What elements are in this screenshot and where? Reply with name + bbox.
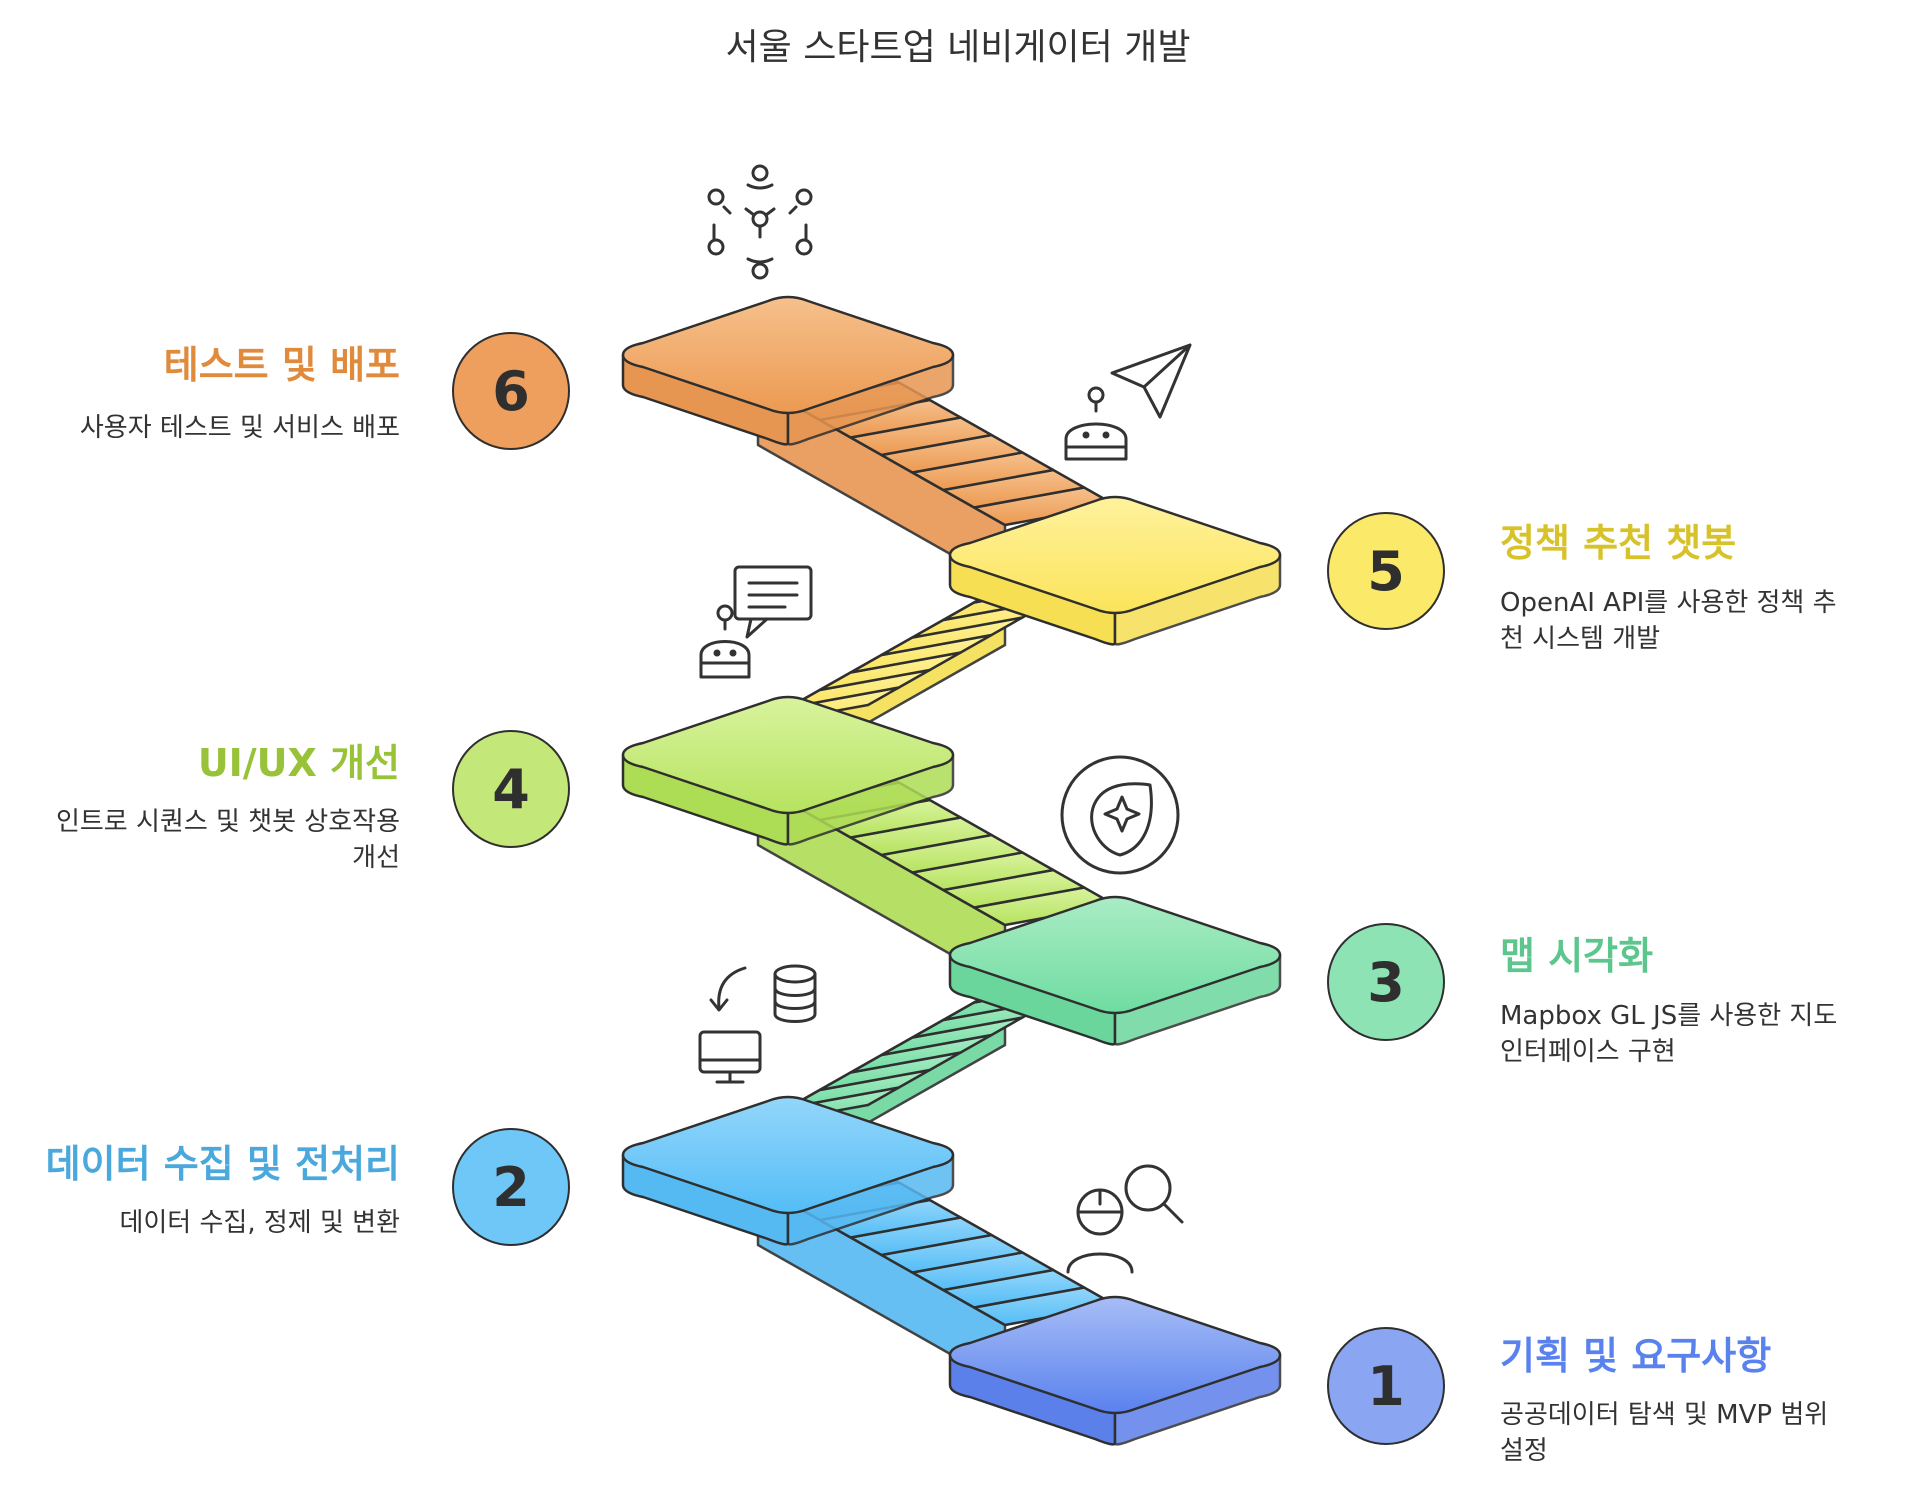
step-5-description: OpenAI API를 사용한 정책 추천 시스템 개발 bbox=[1500, 588, 1837, 654]
step-3-title: 맵 시각화 bbox=[1500, 934, 1654, 978]
step-1-title: 기획 및 요구사항 bbox=[1500, 1334, 1772, 1378]
step-6-title: 테스트 및 배포 bbox=[163, 343, 400, 387]
step-3-number: 3 bbox=[1327, 923, 1445, 1041]
engineer-search-icon bbox=[1066, 1164, 1184, 1274]
step-4-title: UI/UX 개선 bbox=[197, 741, 400, 785]
map-pin-sparkle-icon bbox=[1060, 755, 1180, 875]
step-4-number: 4 bbox=[452, 730, 570, 848]
data-sync-icon bbox=[698, 964, 817, 1084]
platform-step-2 bbox=[621, 1095, 955, 1246]
step-4-description: 인트로 시퀀스 및 챗봇 상호작용 개선 bbox=[55, 807, 400, 873]
platform-step-6 bbox=[621, 295, 955, 446]
step-1-number: 1 bbox=[1327, 1327, 1445, 1445]
platform-step-3 bbox=[948, 895, 1282, 1046]
step-1-description: 공공데이터 탐색 및 MVP 범위 설정 bbox=[1500, 1400, 1829, 1466]
step-6-number: 6 bbox=[452, 332, 570, 450]
page-title: 서울 스타트업 네비게이터 개발 bbox=[725, 27, 1191, 68]
step-2-description: 데이터 수집, 정제 및 변환 bbox=[119, 1208, 400, 1238]
platform-step-5 bbox=[948, 495, 1282, 646]
step-5-number: 5 bbox=[1327, 512, 1445, 630]
step-3-description: Mapbox GL JS를 사용한 지도 인터페이스 구현 bbox=[1500, 1001, 1838, 1067]
network-nodes-icon bbox=[707, 164, 813, 280]
platform-step-4 bbox=[621, 695, 955, 846]
step-2-title: 데이터 수집 및 전처리 bbox=[45, 1142, 400, 1186]
step-6-description: 사용자 테스트 및 서비스 배포 bbox=[79, 413, 400, 443]
chatbot-message-icon bbox=[699, 565, 813, 679]
robot-send-icon bbox=[1064, 343, 1192, 461]
platforms bbox=[621, 295, 1282, 1446]
step-5-title: 정책 추천 챗봇 bbox=[1500, 521, 1737, 565]
step-2-number: 2 bbox=[452, 1128, 570, 1246]
platform-step-1 bbox=[948, 1295, 1282, 1446]
